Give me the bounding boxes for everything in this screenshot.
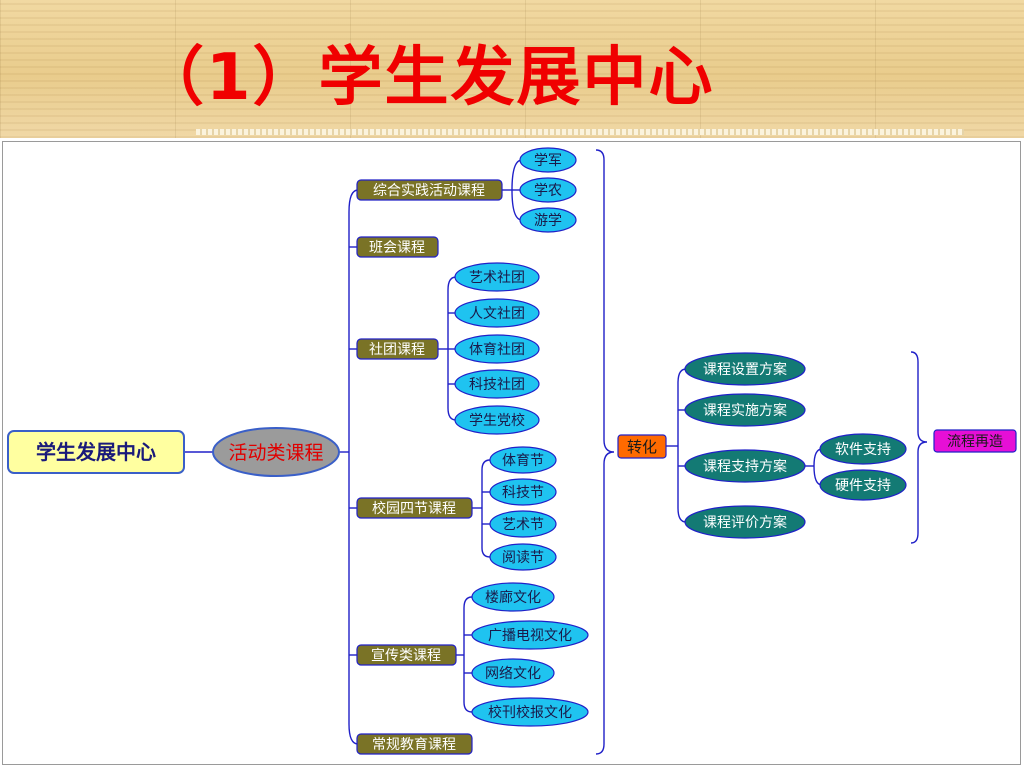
child-label: 艺术节 [502, 517, 544, 533]
page-title: （1）学生发展中心 [140, 41, 715, 115]
plan-node[interactable] [684, 505, 806, 539]
category-label: 校园四节课程 [372, 500, 456, 517]
support-nodes: 软件支持 硬件支持 [819, 433, 907, 501]
activity-course-label: 活动类课程 [228, 442, 323, 464]
child-node[interactable] [454, 334, 540, 364]
connector [481, 508, 491, 558]
header-divider [196, 129, 964, 135]
category-node[interactable] [356, 733, 473, 755]
child-node[interactable] [519, 147, 577, 173]
support-label: 软件支持 [835, 442, 891, 458]
child-node[interactable] [454, 298, 540, 328]
child-label: 人文社团 [469, 306, 525, 322]
child-node[interactable] [471, 582, 555, 612]
connector [677, 368, 687, 446]
category-node[interactable] [356, 644, 457, 666]
category-nodes: 综合实践活动课程 班会课程 社团课程 校园四节课程 宣传类课程 常规教育课程 [356, 179, 503, 755]
child-label: 体育社团 [469, 342, 525, 358]
child-node[interactable] [471, 658, 555, 688]
connector [511, 189, 523, 221]
plan-label: 课程实施方案 [703, 402, 787, 419]
plan-label: 课程支持方案 [703, 458, 787, 475]
support-node[interactable] [819, 433, 907, 465]
root-label: 学生发展中心 [36, 440, 156, 464]
child-label: 科技节 [502, 485, 544, 501]
plan-node[interactable] [684, 352, 806, 386]
category-node[interactable] [356, 338, 439, 360]
category-label: 综合实践活动课程 [373, 183, 485, 199]
child-label: 楼廊文化 [485, 589, 541, 606]
child-label: 学生党校 [469, 412, 525, 429]
connector [511, 159, 523, 191]
plan-label: 课程评价方案 [703, 514, 787, 531]
child-node[interactable] [489, 446, 557, 474]
plan-label: 课程设置方案 [703, 361, 787, 378]
child-label: 艺术社团 [469, 270, 525, 286]
category-label: 常规教育课程 [372, 737, 456, 753]
child-node[interactable] [489, 478, 557, 506]
plan-node[interactable] [684, 393, 806, 427]
transform-node[interactable] [617, 434, 667, 459]
child-node[interactable] [489, 510, 557, 538]
child-label: 广播电视文化 [488, 628, 572, 644]
child-label: 阅读节 [502, 549, 544, 566]
child-node[interactable] [519, 207, 577, 233]
child-node[interactable] [454, 369, 540, 399]
result-label: 流程再造 [947, 434, 1003, 450]
child-node[interactable] [489, 543, 557, 571]
transform-label: 转化 [627, 438, 657, 456]
bracket-left [595, 149, 615, 755]
header-banner: （1）学生发展中心 [0, 0, 1024, 138]
category-node[interactable] [356, 236, 439, 258]
child-label: 网络文化 [485, 666, 541, 682]
connector [463, 596, 473, 655]
connector [348, 189, 359, 452]
child-label: 学农 [534, 183, 562, 199]
bracket-right [910, 351, 928, 544]
support-node[interactable] [819, 469, 907, 501]
activity-course-node[interactable] [212, 427, 340, 477]
plan-node[interactable] [684, 449, 806, 483]
connector [348, 452, 359, 745]
connector [463, 655, 473, 713]
child-label: 学军 [534, 153, 562, 169]
child-node[interactable] [454, 262, 540, 292]
child-node[interactable] [471, 697, 589, 727]
category-label: 社团课程 [369, 342, 425, 358]
child-nodes: 学军 学农 游学 艺术社团 人文社团 体育社团 科技社团 学生党校 体育节 科技… [454, 147, 589, 727]
connector [481, 459, 491, 508]
support-label: 硬件支持 [835, 478, 891, 494]
child-node[interactable] [471, 620, 589, 650]
child-label: 体育节 [502, 453, 544, 469]
category-node[interactable] [356, 497, 473, 519]
child-label: 科技社团 [469, 377, 525, 393]
category-label: 宣传类课程 [371, 648, 441, 664]
root-node[interactable] [7, 430, 185, 474]
child-node[interactable] [454, 405, 540, 435]
result-node[interactable] [933, 429, 1017, 453]
plan-nodes: 课程设置方案 课程实施方案 课程支持方案 课程评价方案 [684, 352, 806, 539]
category-node[interactable] [356, 179, 503, 201]
child-node[interactable] [519, 177, 577, 203]
child-label: 校刊校报文化 [488, 704, 572, 721]
connector [677, 446, 687, 523]
category-label: 班会课程 [369, 240, 425, 256]
child-label: 游学 [534, 213, 562, 229]
